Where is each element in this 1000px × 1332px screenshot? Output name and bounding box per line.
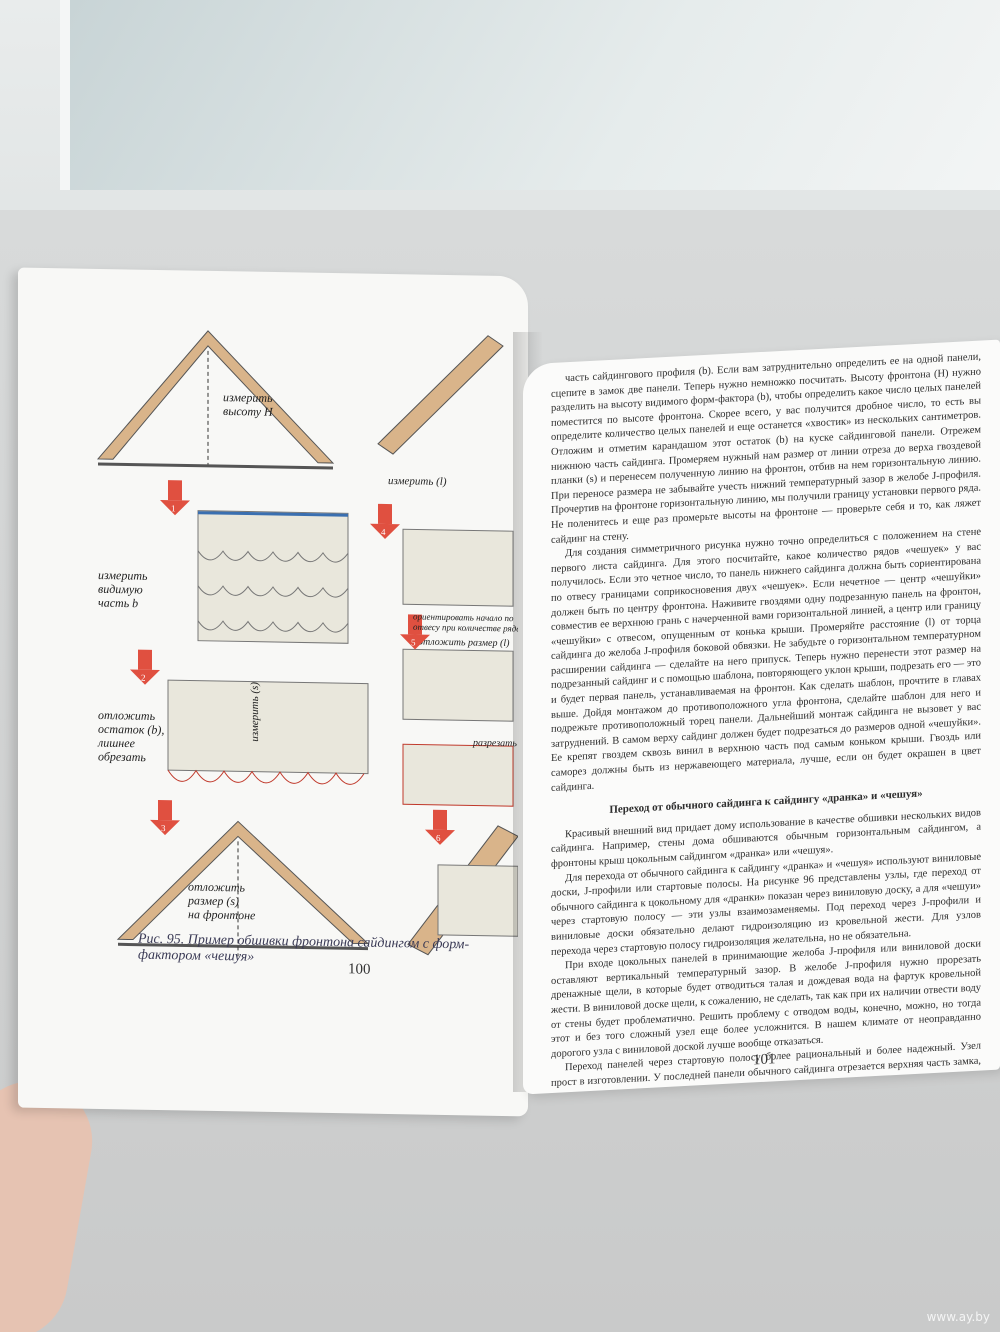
figure-caption: Рис. 95. Пример обшивки фронтона сайдинг… [138,931,470,965]
label-measure-s: измерить (s) [249,682,261,742]
label-subtract-rest: отложитьостаток (b),лишнееобрезать [97,708,164,765]
right-page-text: часть сайдингового профиля (b). Если вам… [551,350,981,1094]
page-number-right: 101 [753,1051,776,1069]
gable-diagram-1: измеритьвысоту H [96,330,335,470]
page-number-left: 100 [348,961,371,978]
step-arrows: 1 2 3 4 5 6 [130,480,455,845]
label-measure-height: измеритьвысоту H [223,390,274,419]
label-orient: ориентировать начало поотвесу при количе… [413,611,518,633]
label-measure-visible: измеритьвидимуючасть b [98,568,148,610]
label-set-size: отложитьразмер (s)на фронтоне [187,879,256,922]
step-number: 6 [436,833,441,843]
gable-diagram-6 [407,825,518,956]
label-set-size-short: отложить размер (l) [418,637,510,650]
step-number: 2 [141,673,145,683]
label-measure-l: измерить (l) [388,475,447,488]
left-page: измеритьвысоту H измеритьвидимуючасть b … [18,267,528,1117]
window-glass [60,0,1000,190]
step-number: 1 [171,503,175,513]
label-cut: разрезать [472,737,517,749]
open-book: измеритьвысоту H измеритьвидимуючасть b … [18,267,1000,1120]
right-page: часть сайдингового профиля (b). Если вам… [523,339,1000,1095]
gable-diagram-3: отложитьразмер (s)на фронтоне [116,820,370,957]
step-number: 4 [381,527,386,537]
watermark: www.ay.by [926,1310,990,1324]
paragraph: часть сайдингового профиля (b). Если вам… [551,351,981,546]
gable-diagram-4: измерить (l) [377,335,514,607]
scale-siding-panel-2: отложитьостаток (b),лишнееобрезать измер… [97,679,369,785]
paragraph: Для создания симметричного рисунка нужно… [551,526,981,794]
step-number: 5 [411,637,416,647]
gable-siding-figure: измеритьвысоту H измеритьвидимуючасть b … [96,330,518,957]
step-number: 3 [161,823,166,833]
scale-siding-panel-5: отложить размер (l) разрезать [402,637,517,807]
scale-siding-panel-1: измеритьвидимуючасть b [98,510,349,644]
